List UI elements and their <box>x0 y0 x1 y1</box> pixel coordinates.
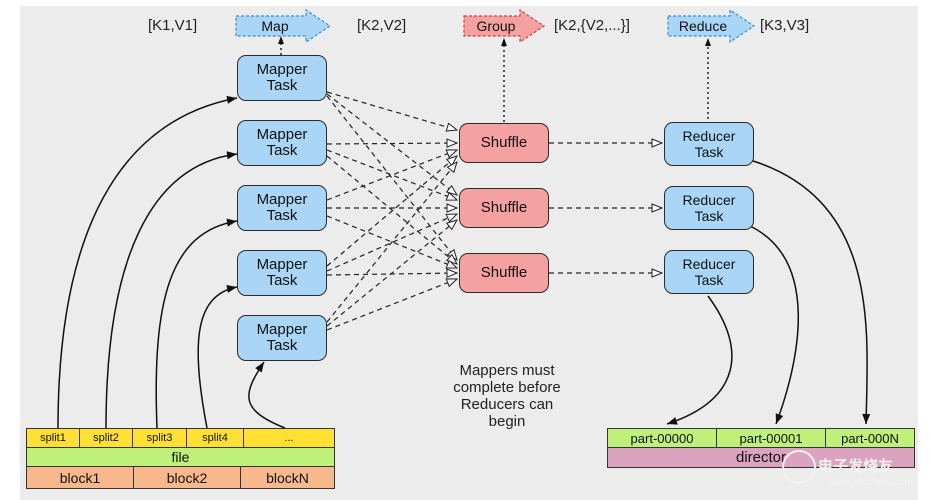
split-cell-3: split3 <box>132 428 187 448</box>
kv-label-input: [K1,V1] <box>148 17 198 34</box>
curve-split2-m2 <box>105 151 238 429</box>
curve-split1-m1 <box>57 95 238 429</box>
map-header-label: Map <box>261 18 289 34</box>
kv-label-reduce-output: [K3,V3] <box>760 17 810 34</box>
note-line-1: Mappers must <box>459 362 555 379</box>
kv-label-map-output: [K2,V2] <box>357 17 407 34</box>
group-header-arrow-shape <box>463 8 546 44</box>
curve-dots-m5 <box>248 361 286 429</box>
edge-m4-s2 <box>326 213 457 272</box>
kv-label-group-output: [K2,{V2,...}] <box>554 17 630 34</box>
part-cell-n: part-000N <box>825 428 915 448</box>
shuffle-3: Shuffle <box>459 253 549 293</box>
note-text: Mappers must complete before Reducers ca… <box>432 362 582 430</box>
edge-m5-s2 <box>326 220 457 327</box>
part-cell-1: part-00001 <box>716 428 826 448</box>
edge-m1-s1 <box>326 91 457 130</box>
block-cell-1: block1 <box>26 466 134 489</box>
edge-m4-s3 <box>326 273 457 275</box>
curve-split3-m3 <box>155 218 238 429</box>
block-cell-2: block2 <box>133 466 241 489</box>
reduce-header-arrow-shape <box>667 8 756 44</box>
edge-m4-s1 <box>326 156 457 267</box>
split-cell-more: ... <box>243 428 335 448</box>
note-line-2: complete before <box>453 379 561 396</box>
note-line-3: Reducers can <box>460 396 554 413</box>
edge-m5-s3 <box>326 279 457 331</box>
directory-cell: director <box>607 447 915 468</box>
watermark-text: 电子发烧友 <box>818 458 894 475</box>
watermark-logo-icon <box>782 450 816 484</box>
map-header-arrow-shape <box>235 8 332 44</box>
curve-r3-part0 <box>666 295 733 425</box>
curve-r2-part1 <box>749 225 799 425</box>
edge-m2-s3 <box>326 155 457 264</box>
split-cell-1: split1 <box>26 428 80 448</box>
shuffle-2: Shuffle <box>459 188 549 228</box>
reduce-header-label: Reduce <box>678 18 728 34</box>
curve-r1-partN <box>749 159 871 425</box>
edge-m5-s1 <box>326 162 457 323</box>
split-cell-4: split4 <box>186 428 244 448</box>
note-line-4: begin <box>488 413 526 430</box>
curve-split4-m4 <box>197 285 238 429</box>
edge-m2-s1 <box>326 143 457 144</box>
group-header-label: Group <box>476 18 516 34</box>
file-cell: file <box>26 447 335 467</box>
part-cell-0: part-00000 <box>607 428 717 448</box>
watermark-url: www.elecfans.com <box>830 477 913 488</box>
shuffle-1: Shuffle <box>459 123 549 163</box>
block-cell-n: blockN <box>240 466 335 489</box>
edge-m1-s3 <box>326 95 457 260</box>
split-cell-2: split2 <box>79 428 133 448</box>
edge-m1-s2 <box>326 93 457 195</box>
